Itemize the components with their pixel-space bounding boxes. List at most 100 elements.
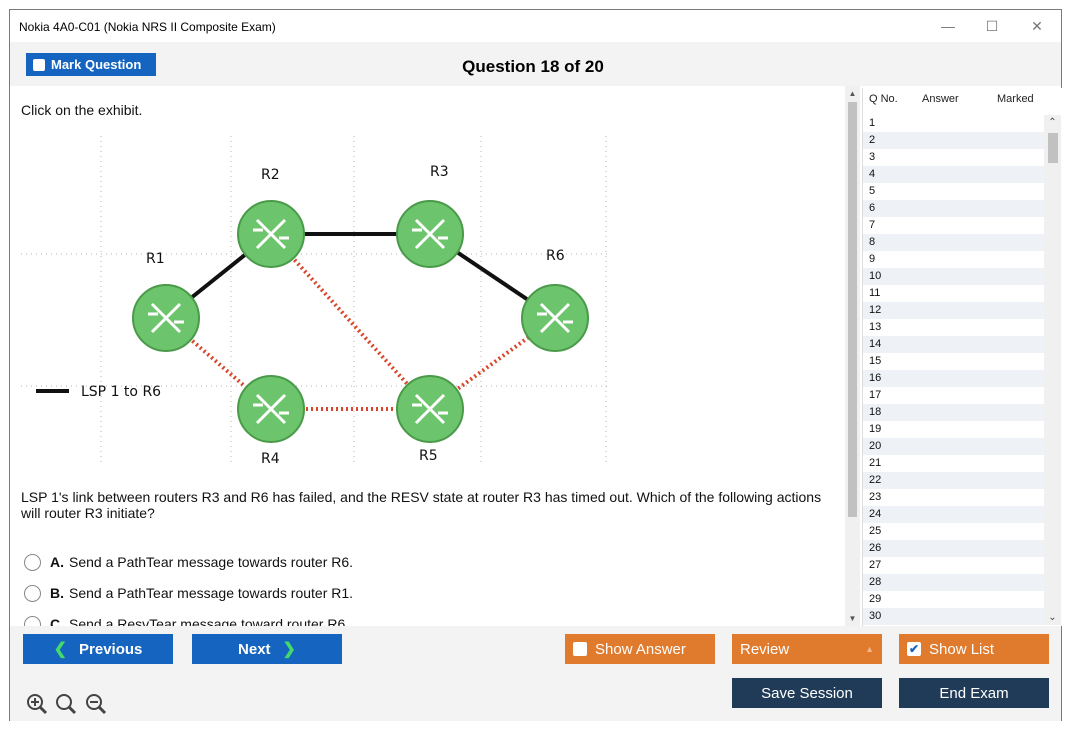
question-list-header: Q No. Answer Marked — [863, 88, 1062, 108]
question-list-row[interactable]: 16 — [863, 370, 1044, 387]
lsp-path — [164, 232, 557, 320]
minimize-button[interactable]: — — [941, 18, 955, 34]
caret-up-icon: ▲ — [865, 644, 874, 654]
question-list-row[interactable]: 17 — [869, 389, 882, 401]
scroll-up-icon[interactable]: ⌃ — [1048, 117, 1057, 128]
content-scrollbar[interactable]: ▲ ▼ — [845, 86, 860, 626]
zoom-out-icon[interactable] — [85, 693, 107, 715]
question-list-row[interactable]: 19 — [869, 423, 882, 435]
save-session-button[interactable]: Save Session — [732, 678, 882, 708]
chevron-right-icon: ❯ — [282, 641, 296, 658]
question-list-row[interactable]: 28 — [863, 574, 1044, 591]
answer-option-a[interactable]: A. Send a PathTear message towards route… — [24, 551, 353, 573]
router-r1-icon — [132, 284, 200, 352]
next-label: Next — [238, 640, 271, 658]
network-exhibit: R1 R2 R3 R4 R5 R6 LSP 1 to R6 — [21, 136, 611, 466]
review-dropdown[interactable]: Review ▲ — [732, 634, 882, 664]
question-list-row[interactable]: 7 — [869, 219, 876, 231]
question-list-row[interactable]: 5 — [869, 185, 876, 197]
save-session-label: Save Session — [761, 684, 853, 702]
checkbox-icon — [33, 58, 45, 71]
close-button[interactable]: ✕ — [1031, 18, 1043, 34]
window-title: Nokia 4A0-C01 (Nokia NRS II Composite Ex… — [19, 20, 276, 34]
exam-window: Nokia 4A0-C01 (Nokia NRS II Composite Ex… — [9, 9, 1062, 721]
next-button[interactable]: Next ❯ — [192, 634, 342, 664]
chevron-left-icon: ❮ — [53, 641, 68, 658]
question-list-row[interactable]: 27 — [869, 559, 882, 571]
question-list-row[interactable]: 1 — [869, 117, 876, 129]
show-answer-button[interactable]: Show Answer — [565, 634, 715, 664]
question-list-row[interactable]: 15 — [869, 355, 882, 367]
option-letter: B. — [50, 585, 64, 601]
router-label-r3: R3 — [430, 164, 449, 180]
router-r3-icon — [396, 200, 464, 268]
checked-checkbox-icon[interactable]: ✔ — [907, 642, 921, 656]
question-list-row[interactable]: 25 — [869, 525, 882, 537]
question-list-scrollbar[interactable]: ⌃ ⌄ — [1044, 115, 1061, 625]
answer-option-c[interactable]: C. Send a ResvTear message toward router… — [24, 613, 349, 626]
mark-question-button[interactable]: Mark Question — [26, 53, 156, 76]
scroll-down-icon[interactable]: ▼ — [848, 614, 857, 623]
question-list-row[interactable]: 11 — [869, 287, 881, 299]
question-list-row[interactable]: 3 — [869, 151, 876, 163]
question-list-row[interactable]: 21 — [869, 457, 882, 469]
option-letter: A. — [50, 554, 64, 570]
question-list-row[interactable]: 26 — [863, 540, 1044, 557]
previous-label: Previous — [79, 640, 143, 658]
answer-option-b[interactable]: B. Send a PathTear message towards route… — [24, 582, 353, 604]
option-text: Send a PathTear message towards router R… — [69, 554, 354, 570]
exhibit-intro: Click on the exhibit. — [21, 102, 143, 118]
answer-header: Answer — [922, 93, 959, 105]
router-r5-icon — [396, 375, 464, 443]
scroll-down-icon[interactable]: ⌄ — [1048, 612, 1057, 623]
scroll-thumb[interactable] — [1048, 133, 1058, 163]
qno-header: Q No. — [869, 93, 898, 105]
radio-button[interactable] — [24, 584, 41, 602]
radio-button[interactable] — [24, 553, 41, 571]
question-list-row[interactable]: 24 — [863, 506, 1044, 523]
show-answer-label: Show Answer — [595, 640, 686, 658]
previous-button[interactable]: ❮ Previous — [23, 634, 173, 664]
checkbox-icon[interactable] — [573, 642, 587, 656]
question-list-row[interactable]: 20 — [863, 438, 1044, 455]
question-list-row[interactable]: 18 — [863, 404, 1044, 421]
question-list-row[interactable]: 14 — [863, 336, 1044, 353]
question-number-title: Question 18 of 20 — [462, 57, 604, 76]
end-exam-label: End Exam — [939, 684, 1009, 702]
mark-question-label: Mark Question — [51, 57, 142, 72]
router-r6-icon — [521, 284, 589, 352]
show-list-label: Show List — [929, 640, 995, 658]
question-list-row[interactable]: 13 — [869, 321, 882, 333]
router-label-r5: R5 — [419, 448, 438, 464]
question-list-row[interactable]: 2 — [863, 132, 1044, 149]
question-list-row[interactable]: 8 — [863, 234, 1044, 251]
zoom-in-icon[interactable] — [26, 693, 48, 715]
scroll-thumb[interactable] — [848, 102, 857, 517]
secondary-path — [164, 232, 557, 411]
option-letter: C. — [50, 616, 64, 626]
question-list-row[interactable]: 10 — [863, 268, 1044, 285]
exhibit-grid — [21, 136, 611, 466]
router-r4-icon — [237, 375, 305, 443]
question-list-row[interactable]: 29 — [869, 593, 882, 605]
question-list-row[interactable]: 22 — [863, 472, 1044, 489]
question-list-row[interactable]: 12 — [863, 302, 1044, 319]
show-list-button[interactable]: ✔ Show List — [899, 634, 1049, 664]
question-list-row[interactable]: 9 — [869, 253, 876, 265]
router-r2-icon — [237, 200, 305, 268]
end-exam-button[interactable]: End Exam — [899, 678, 1049, 708]
zoom-reset-icon[interactable] — [55, 693, 77, 715]
radio-button[interactable] — [24, 615, 41, 626]
scroll-up-icon[interactable]: ▲ — [848, 89, 857, 98]
option-text: Send a PathTear message towards router R… — [69, 585, 354, 601]
maximize-button[interactable]: ☐ — [985, 18, 999, 34]
question-text: LSP 1's link between routers R3 and R6 h… — [21, 489, 822, 521]
question-content: Click on the exhibit. — [10, 86, 845, 626]
router-label-r1: R1 — [146, 251, 165, 267]
question-list-row[interactable]: 30 — [863, 608, 1044, 625]
question-toolbar: Mark Question Question 18 of 20 — [10, 42, 1061, 86]
question-list-row[interactable]: 6 — [863, 200, 1044, 217]
question-list-row[interactable]: 23 — [869, 491, 882, 503]
question-list-row[interactable]: 4 — [863, 166, 1044, 183]
